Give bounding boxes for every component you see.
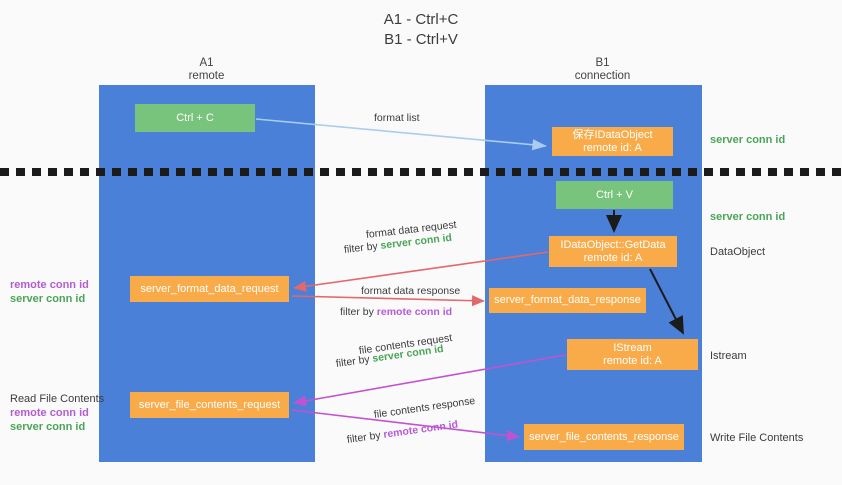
node-server-format-data-request[interactable]: server_format_data_request	[130, 276, 289, 302]
filter-prefix: filter by	[346, 428, 385, 446]
node-server-format-data-response-label: server_format_data_response	[494, 294, 641, 306]
column-a1-name: A1	[199, 57, 214, 69]
filter-value-remote-conn-id: remote conn id	[376, 306, 453, 318]
note-server-conn-id-top: server conn id	[710, 134, 786, 146]
node-ctrl-v[interactable]: Ctrl + V	[556, 181, 673, 209]
title-line-1: A1 - Ctrl+C	[383, 11, 459, 28]
column-a1-role: remote	[188, 70, 225, 82]
node-server-file-contents-request-label: server_file_contents_request	[138, 398, 281, 411]
note-read-file-contents: Read File Contents remote conn id server…	[10, 392, 105, 434]
column-b1-name: B1	[595, 57, 610, 69]
note-istream: Istream	[710, 350, 747, 362]
column-b1-role: connection	[574, 70, 631, 82]
filter-value-remote-conn-id: remote conn id	[382, 418, 459, 441]
edge-label-format-data-response-filter: filter by remote conn id	[340, 306, 452, 318]
page-title: A1 - Ctrl+C B1 - Ctrl+V	[0, 10, 842, 50]
edge-label-file-contents-response-filter: filter by remote conn id	[346, 418, 459, 445]
note-remote-conn-id: remote conn id	[10, 279, 89, 291]
note-dataobject: DataObject	[710, 246, 766, 258]
filter-prefix: filter by	[340, 306, 377, 318]
column-header-a1: A1 remote	[124, 57, 289, 83]
node-server-format-data-response[interactable]: server_format_data_response	[489, 288, 646, 313]
note-server-conn-id: server conn id	[10, 293, 86, 305]
node-istream[interactable]: IStream remote id: A	[567, 339, 698, 370]
node-idataobject-getdata[interactable]: IDataObject::GetData remote id: A	[549, 236, 677, 267]
note-server-conn-id-second: server conn id	[710, 211, 786, 223]
note-format-conn-ids: remote conn id server conn id	[10, 278, 98, 306]
note-write-file-contents: Write File Contents	[710, 432, 804, 444]
node-ctrl-c-label: Ctrl + C	[176, 111, 214, 124]
note-server-conn-id: server conn id	[10, 421, 86, 433]
edge-label-file-contents-response: file contents response	[373, 394, 476, 421]
node-save-idataobject[interactable]: 保存IDataObject remote id: A	[552, 127, 673, 156]
edge-label-format-list: format list	[374, 112, 420, 124]
phase-divider	[0, 168, 842, 176]
node-server-file-contents-response-label: server_file_contents_response	[529, 430, 679, 443]
node-istream-label: IStream remote id: A	[603, 341, 662, 367]
note-read-file-contents-heading: Read File Contents	[10, 393, 105, 405]
note-remote-conn-id: remote conn id	[10, 407, 89, 419]
column-header-b1: B1 connection	[520, 57, 685, 83]
filter-prefix: filter by	[335, 352, 374, 370]
node-server-file-contents-response[interactable]: server_file_contents_response	[524, 424, 684, 450]
filter-prefix: filter by	[343, 239, 382, 256]
node-save-idataobject-label: 保存IDataObject remote id: A	[572, 128, 653, 154]
node-ctrl-c[interactable]: Ctrl + C	[135, 104, 255, 132]
node-server-file-contents-request[interactable]: server_file_contents_request	[130, 392, 289, 418]
title-line-2: B1 - Ctrl+V	[384, 31, 458, 48]
node-server-format-data-request-label: server_format_data_request	[140, 282, 279, 295]
node-ctrl-v-label: Ctrl + V	[596, 188, 633, 201]
node-idataobject-getdata-label: IDataObject::GetData remote id: A	[560, 238, 666, 264]
edge-label-format-data-response: format data response	[361, 285, 461, 297]
